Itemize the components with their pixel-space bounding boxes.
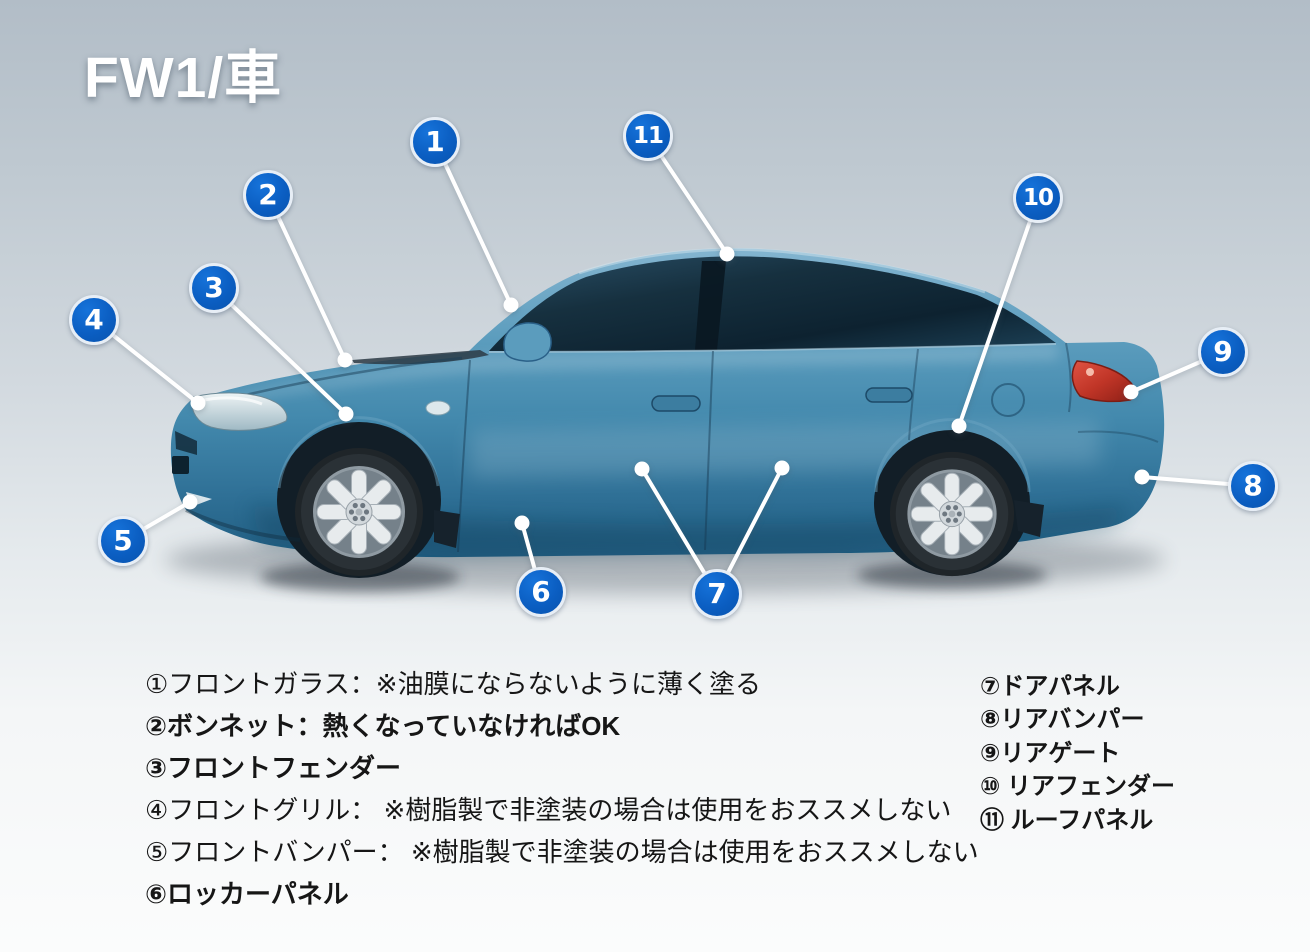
leader-dot-roof-panel (719, 246, 735, 262)
legend-left-item-4: ④フロントグリル： ※樹脂製で非塗装の場合は使用をおススメしない (145, 795, 952, 825)
leader-dot-front-bumper (182, 494, 198, 510)
legend-right-column: ⑦ドアパネル ⑧リアバンパー ⑨リアゲート ⑩ リアフェンダー ⑪ ルーフパネル (980, 670, 1175, 837)
legend-right-item-1: ⑦ドアパネル (980, 673, 1120, 700)
callout-rear-fender: 10 (1013, 173, 1063, 223)
callout-front-bumper: 5 (98, 516, 148, 566)
leader-dot-bonnet (337, 352, 353, 368)
leader-dot-rear-bumper (1134, 469, 1150, 485)
legend-left-item-2: ②ボンネット：熱くなっていなければOK (145, 711, 621, 741)
callout-rear-bumper: 8 (1228, 461, 1278, 511)
side-mirror (503, 322, 552, 362)
legend-left-item-1: ①フロントガラス：※油膜にならないように薄く塗る (145, 669, 762, 699)
leader-dot-rear-fender (951, 418, 967, 434)
leader-line-front-fender (212, 286, 348, 416)
rear-mud-guard (1014, 500, 1044, 537)
callout-door-panel: 7 (692, 569, 742, 619)
front-grille-slot (175, 431, 197, 455)
headlight (191, 392, 288, 431)
legend-right-item-2: ⑧リアバンパー (980, 706, 1145, 734)
side-marker-lamp (425, 400, 451, 416)
roof-highlight (578, 247, 986, 294)
leader-dot-door-panel (774, 460, 790, 476)
front-mud-guard (434, 510, 460, 548)
leader-line-bonnet (266, 193, 347, 362)
callout-roof-panel: 11 (623, 111, 673, 161)
legend-left-item-5: ⑤フロントバンパー： ※樹脂製で非塗装の場合は使用をおススメしない (145, 837, 979, 867)
legend-right-item-4: ⑩ リアフェンダー (980, 773, 1175, 801)
body-details (172, 322, 1159, 553)
legend-left-item-3: ③フロントフェンダー (145, 753, 402, 783)
front-door-handle (651, 395, 701, 412)
rear-door-handle (865, 387, 913, 403)
leader-dot-rocker-panel (514, 515, 530, 531)
callout-front-glass: 1 (410, 117, 460, 167)
greenhouse-glass (488, 247, 1057, 353)
legend-left-column: ①フロントガラス：※油膜にならないように薄く塗る ②ボンネット：熱くなっていなけれ… (145, 668, 995, 920)
leader-dot-door-panel (634, 461, 650, 477)
leader-dot-front-fender (338, 406, 354, 422)
leader-line-front-glass (433, 140, 513, 307)
legend-left-item-6: ⑥ロッカーパネル (145, 879, 349, 909)
callout-rear-gate: 9 (1198, 327, 1248, 377)
callout-rocker-panel: 6 (516, 567, 566, 617)
leader-dot-front-glass (503, 297, 519, 313)
leader-dot-front-grille (190, 395, 206, 411)
cowl-panel (352, 350, 489, 365)
fuel-door (991, 383, 1025, 417)
leader-line-rear-fender (957, 196, 1040, 428)
callout-front-grille: 4 (69, 295, 119, 345)
callout-bonnet: 2 (243, 170, 293, 220)
legend-right-item-3: ⑨リアゲート (980, 739, 1121, 767)
b-pillar (695, 261, 726, 350)
legend-right-item-5: ⑪ ルーフパネル (980, 806, 1154, 834)
callout-front-fender: 3 (189, 263, 239, 313)
leader-dot-rear-gate (1123, 384, 1139, 400)
page-title: FW1/車 (84, 46, 283, 110)
front-plate-recess (172, 456, 189, 474)
